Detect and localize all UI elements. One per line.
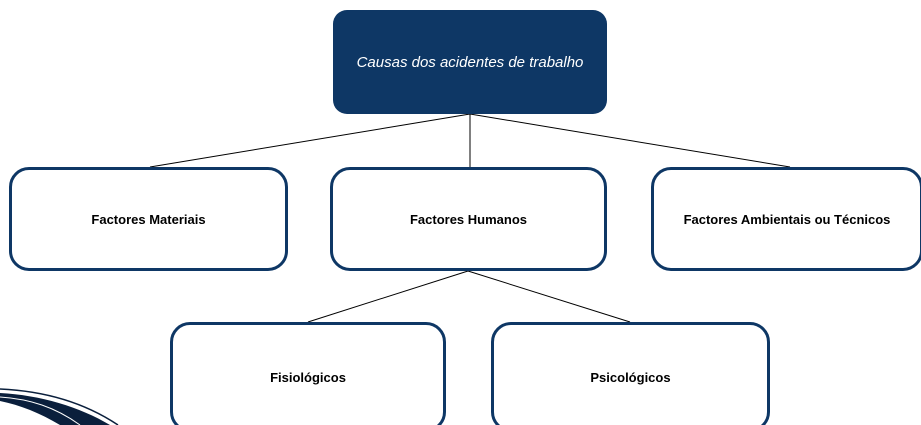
node-fisiologicos: Fisiológicos	[170, 322, 446, 425]
connector-root-to-ambientais	[469, 113, 791, 168]
connector-root-to-materiais	[149, 113, 471, 168]
node-fisiologicos-label: Fisiológicos	[270, 369, 346, 385]
node-factores-humanos-label: Factores Humanos	[409, 211, 528, 227]
node-factores-humanos: Factores Humanos	[330, 167, 607, 271]
root-node: Causas dos acidentes de trabalho	[333, 10, 607, 114]
node-factores-materiais: Factores Materiais	[9, 167, 288, 271]
connector-humanos-to-fisio	[307, 270, 469, 323]
node-factores-materiais-label: Factores Materiais	[91, 211, 206, 227]
node-psicologicos: Psicológicos	[491, 322, 770, 425]
root-node-label: Causas dos acidentes de trabalho	[356, 53, 584, 71]
connector-humanos-to-psico	[467, 270, 631, 323]
corner-swoosh-decoration	[0, 388, 119, 425]
node-factores-ambientais-label: Factores Ambientais ou Técnicos	[683, 211, 891, 227]
node-psicologicos-label: Psicológicos	[590, 369, 671, 385]
node-factores-ambientais: Factores Ambientais ou Técnicos	[651, 167, 921, 271]
